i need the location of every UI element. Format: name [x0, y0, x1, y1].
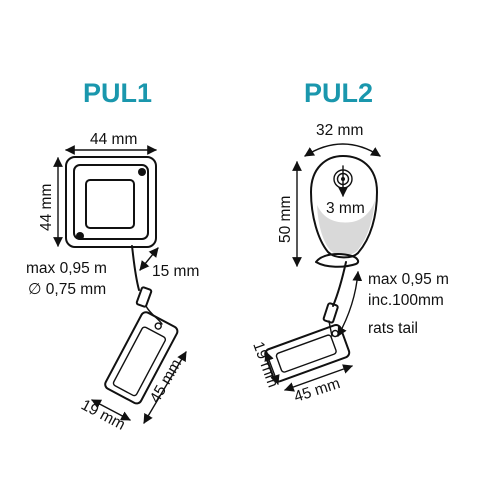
pul1-tag-length-line	[143, 351, 187, 424]
pul1-diameter-label: ∅ 0,75 mm	[28, 281, 106, 298]
pul2-width-label: 32 mm	[316, 122, 363, 139]
pul2-inc-label: inc.100mm	[368, 292, 444, 309]
pul1-height-label: 44 mm	[38, 184, 55, 231]
pul1-reel-face	[85, 179, 135, 229]
pul2-width-dimension-line	[304, 143, 381, 157]
pul2-title: PUL2	[304, 78, 373, 108]
pul1-screw-top-right	[138, 168, 146, 176]
pul1-cable-dimension-line	[139, 247, 159, 271]
pul1-title: PUL1	[83, 78, 152, 108]
pul1-cable-crimp	[135, 286, 153, 308]
pul1-tag-width-label: 19 mm	[78, 397, 128, 434]
pul1-cable	[131, 245, 140, 291]
pul1-cable-label: 15 mm	[152, 263, 199, 280]
pul2-tag-length-label: 45 mm	[292, 375, 342, 406]
pul2-cable	[332, 261, 347, 307]
pul1-width-label: 44 mm	[90, 131, 137, 148]
pul1-reel-inner-frame	[73, 164, 149, 240]
pul2-group: PUL2 32 mm 50 mm 3 mm max 0,95 m inc.100…	[249, 78, 449, 406]
pul2-cable-crimp	[322, 302, 339, 324]
pul2-height-label: 50 mm	[277, 196, 294, 243]
pul2-tag-width-line	[264, 351, 280, 385]
pul2-tail-label: rats tail	[368, 320, 418, 337]
pul2-reel-shade	[317, 200, 375, 256]
pul2-max-length-label: max 0,95 m	[368, 271, 449, 288]
pul1-tag-width-line	[91, 399, 131, 421]
pul1-max-length-label: max 0,95 m	[26, 260, 107, 277]
pul2-reel-body	[310, 155, 378, 259]
pul2-hole-label: 3 mm	[326, 200, 365, 217]
pul1-group: PUL1 44 mm 44 mm 15 mm max 0,95 m ∅ 0,75…	[26, 78, 199, 434]
pul2-tag-length-line	[284, 364, 353, 392]
pul2-reel-base	[315, 253, 360, 268]
pul1-screw-bottom-left	[76, 232, 84, 240]
pul1-reel-body	[65, 156, 157, 248]
